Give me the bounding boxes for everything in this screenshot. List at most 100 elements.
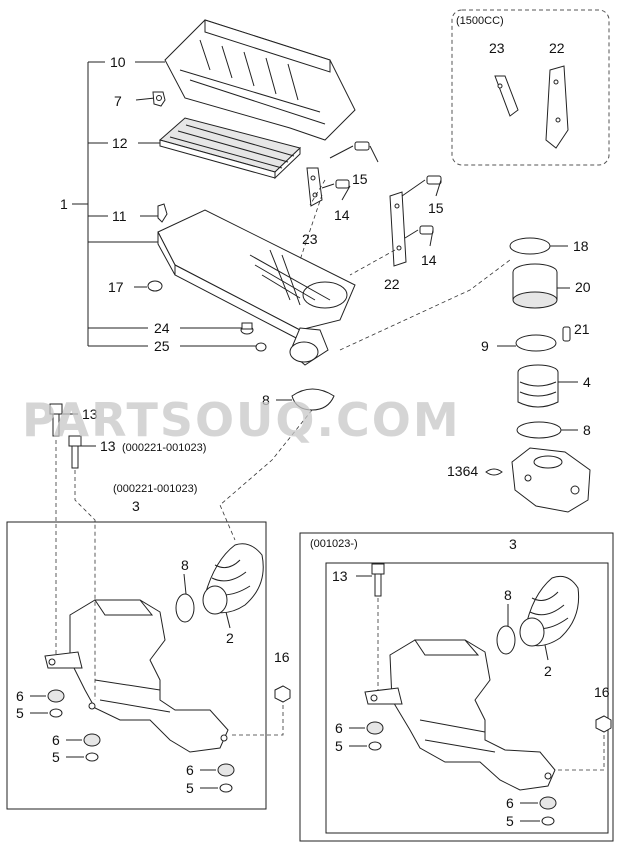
air-duct-hose-2-left[interactable] bbox=[202, 543, 264, 615]
callout-3-b[interactable]: 3 bbox=[509, 536, 517, 552]
callout-6-e[interactable]: 6 bbox=[506, 795, 514, 811]
callout-3-a[interactable]: 3 bbox=[132, 498, 140, 514]
callout-8-a[interactable]: 8 bbox=[262, 392, 270, 408]
screw-21[interactable] bbox=[562, 326, 571, 342]
watermark: PARTSOUQ.COM bbox=[22, 393, 461, 447]
collar-5-b[interactable] bbox=[85, 752, 99, 762]
callout-7[interactable]: 7 bbox=[114, 93, 122, 109]
callout-4[interactable]: 4 bbox=[583, 374, 591, 390]
callout-11[interactable]: 11 bbox=[112, 208, 127, 224]
note-bolt-13: (000221-001023) bbox=[122, 442, 206, 454]
callout-6-b[interactable]: 6 bbox=[52, 732, 60, 748]
intake-hose-4[interactable] bbox=[517, 364, 559, 408]
callout-1364[interactable]: 1364 bbox=[447, 463, 478, 479]
intake-box-right-outer bbox=[299, 532, 614, 842]
air-cleaner-body[interactable] bbox=[157, 209, 356, 366]
grommet-6-d[interactable] bbox=[366, 721, 384, 735]
callout-2-a[interactable]: 2 bbox=[226, 630, 234, 646]
air-cleaner-cover[interactable] bbox=[164, 19, 356, 141]
grommet-6-e[interactable] bbox=[539, 796, 557, 810]
bracket-22-1500cc[interactable] bbox=[545, 65, 569, 149]
assembly-bracket bbox=[72, 61, 256, 347]
bolt-15-b[interactable] bbox=[401, 175, 442, 197]
clip-7[interactable] bbox=[152, 91, 166, 107]
bolt-13-b[interactable] bbox=[68, 435, 82, 469]
clip-11[interactable] bbox=[157, 203, 168, 223]
callout-6-d[interactable]: 6 bbox=[335, 720, 343, 736]
callout-15-b[interactable]: 15 bbox=[428, 200, 444, 216]
callout-2-b[interactable]: 2 bbox=[544, 663, 552, 679]
note-1500cc: (1500CC) bbox=[456, 15, 504, 27]
nut-16-right[interactable] bbox=[595, 715, 612, 733]
callout-5-c[interactable]: 5 bbox=[186, 780, 194, 796]
callout-10[interactable]: 10 bbox=[110, 54, 126, 70]
bracket-22[interactable] bbox=[389, 191, 407, 267]
callout-16-a[interactable]: 16 bbox=[274, 649, 290, 665]
callout-14-a[interactable]: 14 bbox=[334, 207, 350, 223]
clamp-8-right[interactable] bbox=[516, 421, 562, 439]
callout-1[interactable]: 1 bbox=[60, 196, 68, 212]
air-filter-element[interactable] bbox=[158, 117, 301, 180]
callout-16-b[interactable]: 16 bbox=[594, 684, 610, 700]
clamp-8-left[interactable] bbox=[175, 593, 195, 623]
callout-5-e[interactable]: 5 bbox=[506, 813, 514, 829]
bolt-13-c[interactable] bbox=[371, 563, 385, 597]
clamp-9[interactable] bbox=[515, 334, 557, 352]
nut-25[interactable] bbox=[255, 342, 267, 352]
clamp-8-upper[interactable] bbox=[291, 388, 335, 411]
callout-6-c[interactable]: 6 bbox=[186, 762, 194, 778]
callout-8-c[interactable]: 8 bbox=[181, 557, 189, 573]
note-right-box: (001023-) bbox=[310, 538, 358, 550]
callout-8-d[interactable]: 8 bbox=[504, 587, 512, 603]
collar-5-d[interactable] bbox=[368, 741, 382, 751]
o-ring-18[interactable] bbox=[509, 237, 551, 255]
callout-13-a[interactable]: 13 bbox=[82, 406, 98, 422]
callout-5-a[interactable]: 5 bbox=[16, 705, 24, 721]
grommet-6-a[interactable] bbox=[47, 689, 65, 703]
callout-5-d[interactable]: 5 bbox=[335, 738, 343, 754]
intake-duct-right[interactable] bbox=[364, 639, 556, 791]
bolt-15-a[interactable] bbox=[329, 141, 370, 159]
intake-box-left bbox=[6, 521, 267, 810]
grommet-17[interactable] bbox=[147, 280, 163, 292]
variant-box-1500cc bbox=[451, 9, 610, 166]
bracket-23-1500cc[interactable] bbox=[494, 75, 519, 117]
callout-21[interactable]: 21 bbox=[574, 321, 590, 337]
nut-24[interactable] bbox=[240, 322, 254, 335]
grommet-6-b[interactable] bbox=[83, 733, 101, 747]
callout-14-b[interactable]: 14 bbox=[421, 252, 437, 268]
callout-12[interactable]: 12 bbox=[112, 135, 128, 151]
callout-8-b[interactable]: 8 bbox=[583, 422, 591, 438]
collar-5-c[interactable] bbox=[219, 783, 233, 793]
gasket-1364-marker bbox=[485, 468, 503, 476]
bracket-23[interactable] bbox=[306, 167, 323, 207]
callout-23-b[interactable]: 23 bbox=[489, 40, 505, 56]
callout-5-b[interactable]: 5 bbox=[52, 749, 60, 765]
intake-duct-left[interactable] bbox=[44, 599, 229, 753]
callout-22-b[interactable]: 22 bbox=[549, 40, 565, 56]
callout-20[interactable]: 20 bbox=[575, 279, 591, 295]
callout-18[interactable]: 18 bbox=[573, 238, 589, 254]
clamp-8-right-box[interactable] bbox=[496, 625, 516, 655]
mass-air-flow-sensor-20[interactable] bbox=[512, 263, 558, 309]
callout-24[interactable]: 24 bbox=[154, 320, 170, 336]
callout-6-a[interactable]: 6 bbox=[16, 688, 24, 704]
collar-5-e[interactable] bbox=[541, 816, 555, 826]
air-duct-hose-2-right[interactable] bbox=[519, 575, 580, 647]
collar-5-a[interactable] bbox=[49, 708, 63, 718]
nut-16-left[interactable] bbox=[274, 685, 291, 703]
callout-15-a[interactable]: 15 bbox=[352, 171, 368, 187]
callout-13-c[interactable]: 13 bbox=[332, 568, 348, 584]
callout-9[interactable]: 9 bbox=[481, 338, 489, 354]
grommet-6-c[interactable] bbox=[217, 763, 235, 777]
callout-13-b[interactable]: 13 bbox=[100, 438, 116, 454]
callout-25[interactable]: 25 bbox=[154, 338, 170, 354]
callout-22-a[interactable]: 22 bbox=[384, 276, 400, 292]
callout-23-a[interactable]: 23 bbox=[302, 231, 318, 247]
callout-17[interactable]: 17 bbox=[108, 279, 124, 295]
throttle-body-1364[interactable] bbox=[511, 447, 591, 513]
bolt-14-b[interactable] bbox=[404, 225, 434, 239]
bolt-14-a[interactable] bbox=[321, 179, 350, 189]
